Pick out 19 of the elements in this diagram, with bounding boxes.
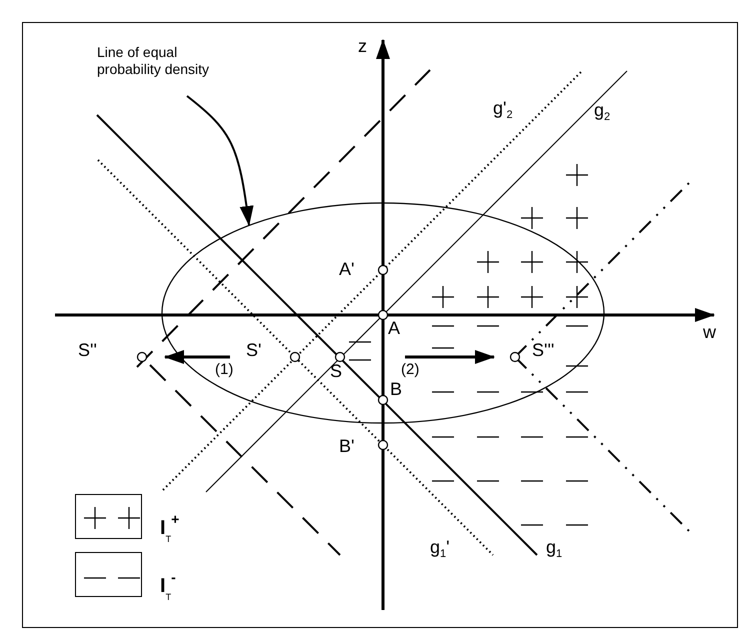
point-label: S [330,361,342,381]
point-label: S''' [532,340,554,360]
step-label: (1) [215,360,234,380]
axis-label: z [358,36,367,56]
point-label: B [390,379,402,399]
callout-text: Line of equal probability density [97,44,210,77]
line-label: g$_{1}$' [430,537,450,562]
point-label: S' [246,340,262,360]
line-label: g$_{2}$ [594,100,610,125]
point-label: A [388,318,400,338]
axis-label: w [703,322,716,342]
point-label: B' [339,436,354,456]
point-label: S'' [78,340,97,360]
line-label: g'$_{2}$ [493,98,513,123]
step-label: (2) [401,360,420,380]
density-contour [161,202,605,424]
point-label: A' [339,259,354,279]
line-label: g$_{1}$ [546,537,562,562]
leader-arrow [186,95,254,226]
